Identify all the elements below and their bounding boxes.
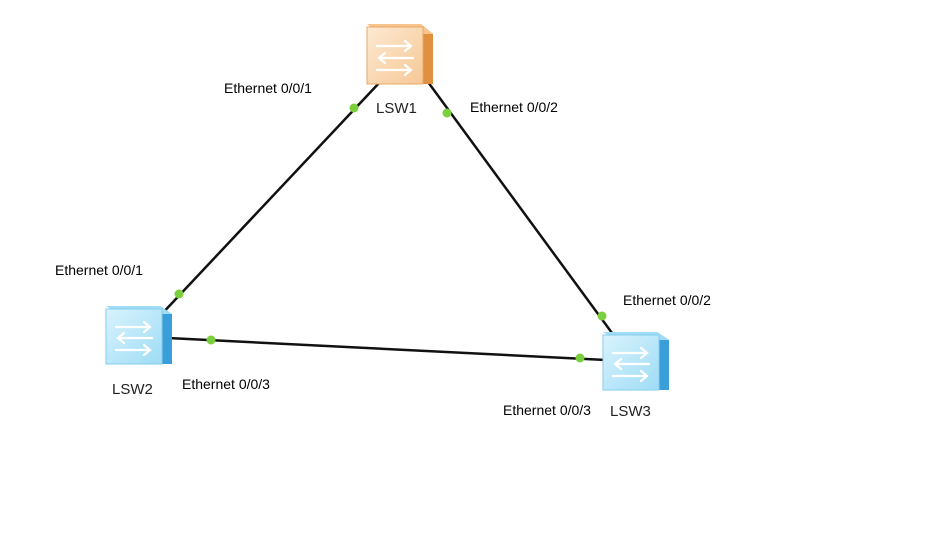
port-dot-lsw3-e003 [575,353,585,363]
device-label-lsw2: LSW2 [112,381,153,398]
switch-lsw1-icon[interactable] [366,24,433,85]
port-dot-lsw2-e003 [206,335,216,345]
link-lsw2-lsw3[interactable] [167,336,607,362]
link-lsw1-lsw2[interactable] [157,81,381,319]
port-label-lsw1-e002: Ethernet 0/0/2 [470,99,558,115]
device-label-lsw3: LSW3 [610,403,651,420]
port-label-lsw1-e001: Ethernet 0/0/1 [224,80,312,96]
port-dot-lsw1-e001 [349,103,359,113]
port-dot-lsw1-e002 [442,108,452,118]
port-dot-lsw3-e002 [597,311,607,321]
switch-lsw2-icon[interactable] [105,306,172,365]
port-label-lsw2-e001: Ethernet 0/0/1 [55,262,143,278]
link-lsw1-lsw3[interactable] [426,81,614,334]
device-label-lsw1: LSW1 [376,100,417,117]
port-label-lsw2-e003: Ethernet 0/0/3 [182,376,270,392]
port-label-lsw3-e002: Ethernet 0/0/2 [623,292,711,308]
port-dot-lsw2-e001 [174,289,184,299]
port-label-lsw3-e003: Ethernet 0/0/3 [503,402,591,418]
switch-lsw3-icon[interactable] [602,332,669,391]
